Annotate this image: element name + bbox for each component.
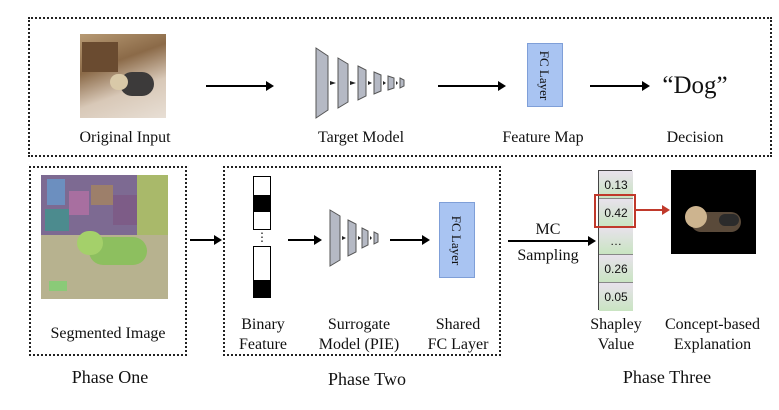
surrogate-model-icon: [329, 209, 379, 267]
phase-two-title: Phase Two: [328, 369, 406, 389]
fc-layer-shared-label: FC Layer: [449, 215, 465, 265]
decision-label: Decision: [666, 129, 724, 146]
mc-sampling-line-2: Sampling: [517, 247, 579, 264]
shapley-cell: 0.05: [599, 283, 633, 311]
shapley-value-line-2: Value: [597, 336, 635, 353]
phase-one-box: [29, 166, 187, 356]
mc-sampling-line-1: MC: [535, 221, 561, 238]
red-arrow: [636, 205, 670, 215]
segmented-image: [41, 175, 168, 299]
surrogate-model-line-2: Model (PIE): [318, 336, 400, 353]
shared-fc-line-1: Shared: [435, 316, 481, 333]
phase-three-title: Phase Three: [622, 367, 712, 387]
binary-feature-vector-1: [253, 176, 271, 230]
arrow-4: [190, 235, 222, 245]
shapley-cell: …: [599, 227, 633, 255]
phase-two-box: [223, 166, 501, 356]
pipeline-box: [28, 17, 772, 157]
fc-layer-top-label: FC Layer: [537, 50, 553, 100]
arrow-2: [438, 81, 506, 91]
feature-map-label: Feature Map: [502, 129, 584, 146]
arrow-6: [390, 235, 430, 245]
fc-layer-shared: FC Layer: [439, 202, 475, 278]
segmented-image-label: Segmented Image: [50, 325, 166, 342]
shapley-vector: 0.13 0.42 … 0.26 0.05: [598, 170, 633, 311]
concept-explanation-line-1: Concept-based: [664, 316, 761, 333]
binary-ellipsis: ⋮: [256, 230, 268, 244]
binary-feature-vector-2: [253, 246, 271, 298]
surrogate-model-line-1: Surrogate: [327, 316, 391, 333]
concept-explanation-image: [671, 170, 756, 254]
original-input-image: [80, 34, 166, 118]
arrow-1: [206, 81, 274, 91]
concept-explanation-line-2: Explanation: [673, 336, 752, 353]
shared-fc-line-2: FC Layer: [427, 336, 489, 353]
original-input-label: Original Input: [79, 129, 171, 146]
arrow-7: [508, 236, 596, 246]
fc-layer-top: FC Layer: [527, 43, 563, 107]
target-model-icon: [315, 47, 405, 119]
binary-feature-line-2: Feature: [239, 336, 287, 353]
decision-value: “Dog”: [662, 72, 728, 99]
phase-one-title: Phase One: [71, 367, 149, 387]
arrow-5: [288, 235, 322, 245]
arrow-3: [590, 81, 650, 91]
target-model-label: Target Model: [317, 129, 405, 146]
shapley-value-line-1: Shapley: [590, 316, 642, 333]
highlight-box: [594, 194, 636, 228]
binary-feature-line-1: Binary: [241, 316, 285, 333]
shapley-cell: 0.26: [599, 255, 633, 283]
